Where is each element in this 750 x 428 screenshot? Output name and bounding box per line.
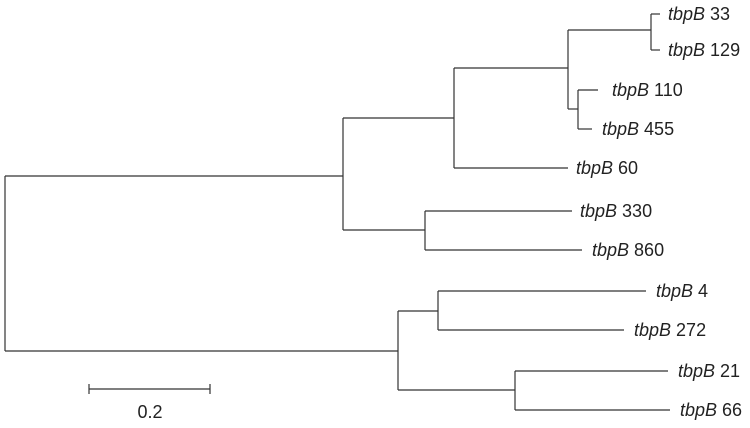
scale-bar-label: 0.2 <box>137 402 162 422</box>
leaf-label-455: tbpB 455 <box>602 119 674 139</box>
leaf-label-66: tbpB 66 <box>680 400 742 420</box>
leaf-label-272: tbpB 272 <box>634 320 706 340</box>
leaf-label-21: tbpB 21 <box>678 361 740 381</box>
scale-bar: 0.2 <box>88 384 211 422</box>
leaf-label-110: tbpB 110 <box>612 80 683 100</box>
leaf-label-33: tbpB 33 <box>668 4 730 24</box>
leaf-label-4: tbpB 4 <box>656 281 708 301</box>
leaf-label-330: tbpB 330 <box>580 201 652 221</box>
leaf-label-129: tbpB 129 <box>668 40 740 60</box>
leaf-label-860: tbpB 860 <box>592 240 664 260</box>
leaf-label-60: tbpB 60 <box>576 158 638 178</box>
